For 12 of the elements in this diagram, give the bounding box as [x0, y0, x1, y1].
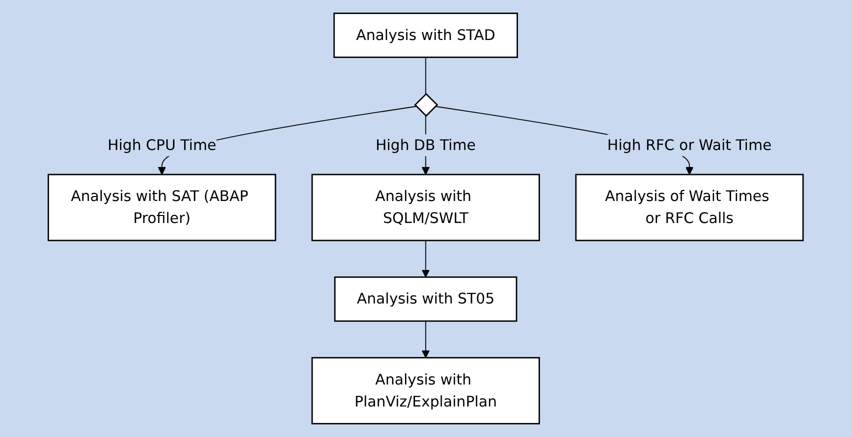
node-box: Analysis of Wait Times or RFC Calls — [576, 174, 804, 242]
arrow — [422, 320, 430, 358]
node-box: Analysis with STAD — [334, 12, 518, 58]
edge-label: High RFC or Wait Time — [608, 136, 772, 154]
node-box: Analysis with SAT (ABAP Profiler) — [48, 174, 276, 242]
node-box: Analysis with PlanViz/ExplainPlan — [312, 357, 540, 424]
edge-label: High DB Time — [376, 136, 476, 154]
edge-label: High CPU Time — [108, 136, 217, 154]
node-box: Analysis with SQLM/SWLT — [312, 174, 540, 242]
arrow — [422, 240, 430, 278]
node-box: Analysis with ST05 — [334, 276, 518, 322]
node-diamond — [414, 92, 438, 117]
